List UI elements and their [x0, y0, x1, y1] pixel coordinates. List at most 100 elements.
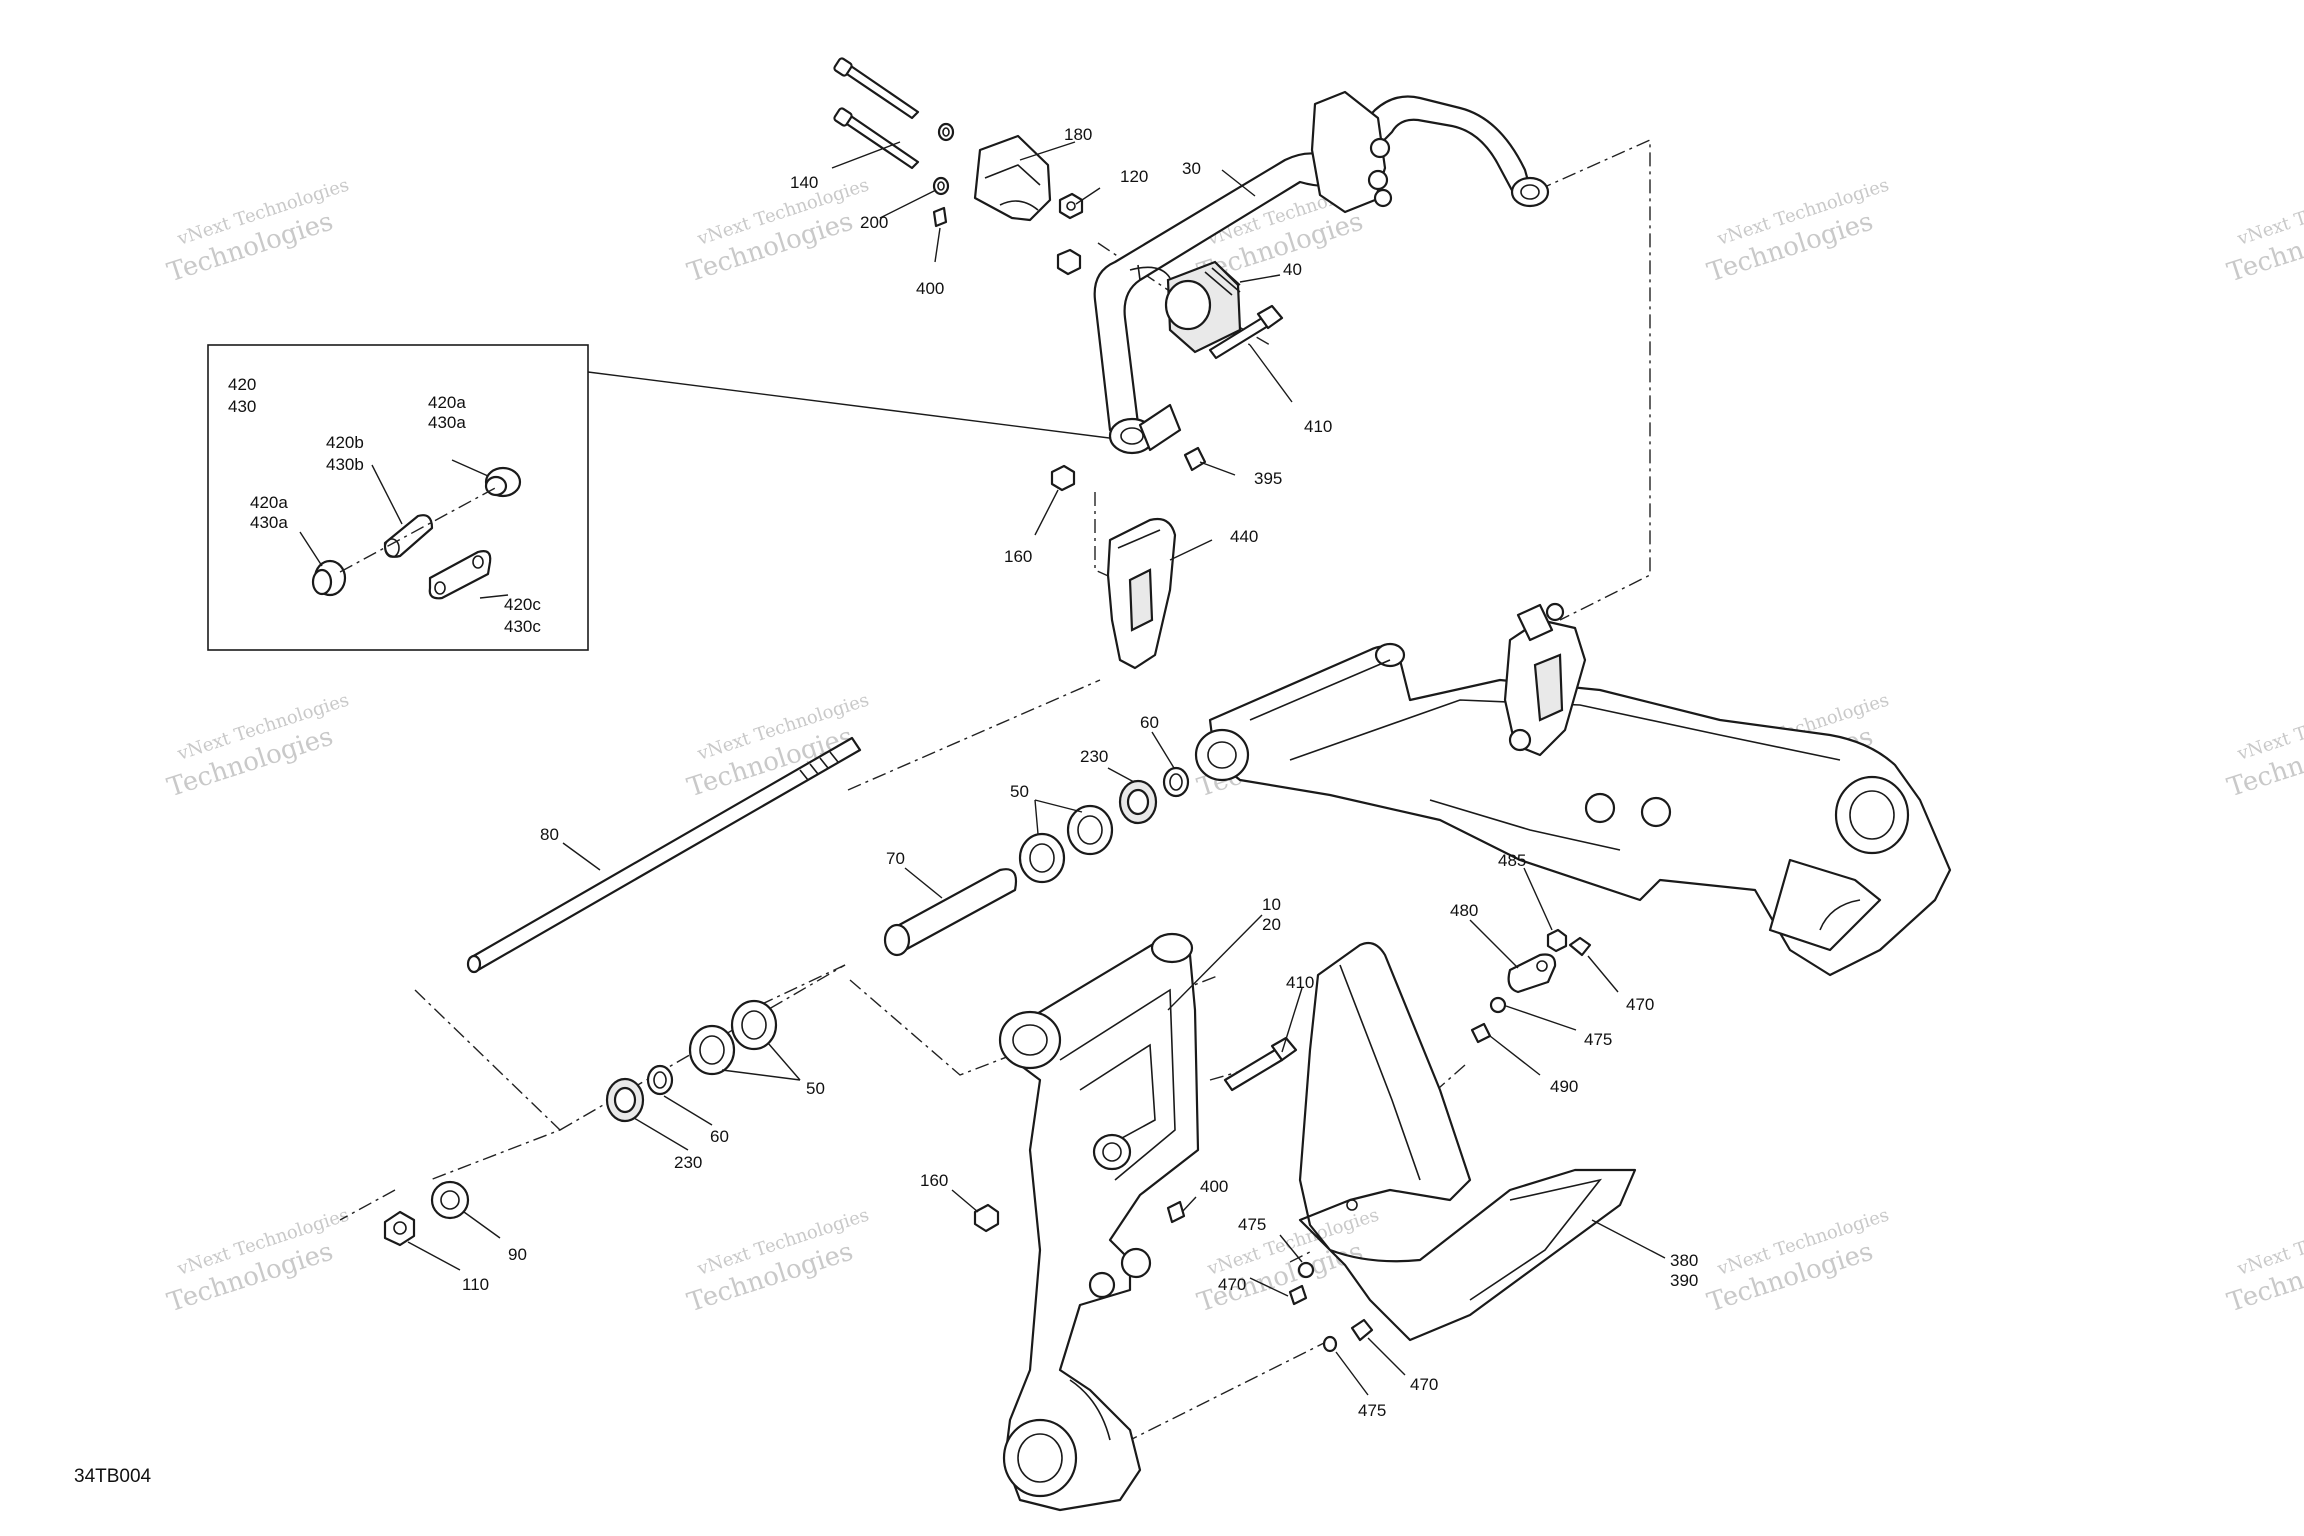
lock-nut-lower: [1056, 248, 1082, 276]
washer-475-c: [1322, 1335, 1338, 1353]
callout-140: 140: [790, 173, 818, 192]
anti-roll-bar: [1093, 90, 1550, 455]
lock-nut-160-top: [1050, 464, 1076, 492]
inset-pointer-line: [587, 371, 1126, 441]
washer-475-a: [1489, 996, 1507, 1014]
anti-roll-bar-bushing: [1164, 260, 1242, 354]
pivot-shaft: [466, 736, 862, 974]
callout-485: 485: [1498, 851, 1526, 870]
callout-90: 90: [508, 1245, 527, 1264]
callout-400-bottom: 400: [1200, 1177, 1228, 1196]
bearing-50-d: [688, 1024, 736, 1076]
callout-50-bottom: 50: [806, 1079, 825, 1098]
callout-230-bottom: 230: [674, 1153, 702, 1172]
shoulder-bolt-upper: [1208, 304, 1284, 360]
lock-nut-160-bottom: [973, 1203, 1000, 1233]
callout-labels: 140 180 120 200 400 30 40 410 395 160 44…: [462, 125, 1698, 1420]
inset-label-430: 430: [228, 397, 256, 416]
link-bracket: [1106, 517, 1177, 670]
bearing-50-b: [1066, 804, 1114, 856]
callout-410-bottom: 410: [1286, 973, 1314, 992]
shoulder-bolt-lower: [1223, 1036, 1298, 1092]
callout-470-right: 470: [1626, 995, 1654, 1014]
spacer-tube: [883, 868, 1018, 957]
lock-nut-110: [383, 1210, 416, 1247]
retaining-clip: [428, 550, 492, 600]
callout-230-top: 230: [1080, 747, 1108, 766]
grease-fitting-lower: [1166, 1200, 1186, 1224]
flanged-bushing-bottom: [311, 559, 347, 597]
inset-axis-line: [339, 486, 498, 573]
callout-470-left: 470: [1218, 1275, 1246, 1294]
inset-frame: [207, 344, 589, 651]
mounting-bolt-lower: [833, 107, 920, 170]
callout-110: 110: [462, 1275, 489, 1294]
bolt-470-b: [1288, 1284, 1308, 1306]
bearing-50-c: [730, 999, 778, 1051]
callout-80: 80: [540, 825, 559, 844]
bearing-50-a: [1018, 832, 1066, 884]
callout-475-left: 475: [1238, 1215, 1266, 1234]
callout-395: 395: [1254, 469, 1282, 488]
spacer-90: [430, 1180, 470, 1220]
callout-160-top: 160: [1004, 547, 1032, 566]
inset-label-420a-top: 420a: [428, 393, 466, 412]
callout-200: 200: [860, 213, 888, 232]
callout-440: 440: [1230, 527, 1258, 546]
callout-470-bottom: 470: [1410, 1375, 1438, 1394]
bolt-470-c: [1350, 1318, 1374, 1342]
inset-label-430a-bottom: 430a: [250, 513, 288, 532]
set-screw: [932, 206, 948, 228]
inset-label-420b: 420b: [326, 433, 364, 452]
callout-400-top: 400: [916, 279, 944, 298]
inset-label-420a-bottom: 420a: [250, 493, 288, 512]
callout-390: 390: [1670, 1271, 1698, 1290]
callout-60-top: 60: [1140, 713, 1159, 732]
inset-label-430a-top: 430a: [428, 413, 466, 432]
callout-410-top: 410: [1304, 417, 1332, 436]
callout-30: 30: [1182, 159, 1201, 178]
washer-475-b: [1297, 1261, 1315, 1279]
screw-490: [1470, 1022, 1492, 1044]
callout-40: 40: [1283, 260, 1302, 279]
callout-70: 70: [886, 849, 905, 868]
inset-label-430c: 430c: [504, 617, 541, 636]
flanged-bushing-top: [484, 466, 522, 498]
bracket-480: [1507, 953, 1557, 994]
lock-nut-upper: [1058, 192, 1084, 220]
callout-120: 120: [1120, 167, 1148, 186]
callout-475-bottom: 475: [1358, 1401, 1386, 1420]
callout-10: 10: [1262, 895, 1281, 914]
callout-50-top: 50: [1010, 782, 1029, 801]
washer-lower: [932, 176, 950, 196]
callout-490: 490: [1550, 1077, 1578, 1096]
callout-180: 180: [1064, 125, 1092, 144]
upper-control-arm: [1194, 602, 1952, 977]
washer-60-bottom: [646, 1064, 674, 1096]
washer-60-top: [1162, 766, 1190, 798]
bolt-470-a: [1568, 936, 1592, 957]
bushing-sleeve: [383, 514, 434, 558]
callout-20: 20: [1262, 915, 1281, 934]
callout-475-right: 475: [1584, 1030, 1612, 1049]
skid-plate: [1298, 941, 1637, 1342]
hex-nut-485: [1546, 928, 1568, 953]
inset-detail-box: 420 430 420a 430a 420b 430b 420a 430a 42…: [207, 344, 1126, 651]
inset-label-420: 420: [228, 375, 256, 394]
seal-230-top: [1118, 779, 1158, 825]
callout-160-bottom: 160: [920, 1171, 948, 1190]
inset-label-430b: 430b: [326, 455, 364, 474]
inset-label-420c: 420c: [504, 595, 541, 614]
figure-id: 34TB004: [74, 1466, 152, 1487]
